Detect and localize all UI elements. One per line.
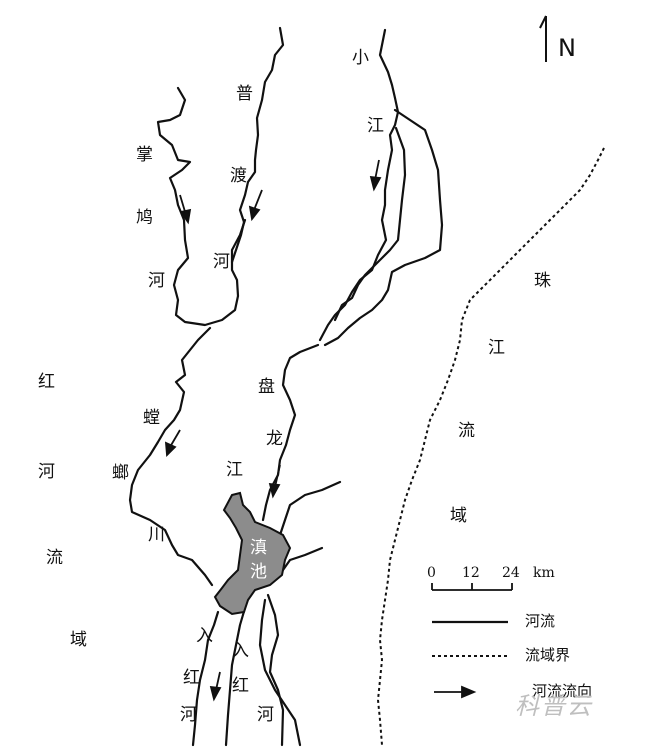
- label-zhujiang-basin-2: 江: [488, 338, 505, 358]
- legend-flow-symbol: [434, 685, 477, 699]
- legend-flow-label: 河流流向: [532, 682, 593, 700]
- flow-arrow-tanglang: [164, 429, 181, 458]
- xiaojiang-river: [318, 28, 400, 342]
- label-panlong-2: 龙: [266, 429, 283, 449]
- scale-tick-24: 24: [502, 565, 520, 581]
- label-tanglang-1: 螳: [143, 408, 160, 428]
- scale-unit: km: [533, 565, 555, 581]
- north-label: N: [558, 34, 576, 62]
- xiaojiang-inner: [333, 126, 407, 322]
- label-tanglang-2: 螂: [112, 463, 129, 483]
- tributary-east: [276, 480, 342, 547]
- label-dianchi-2: 池: [250, 562, 267, 582]
- label-ruhong-left-3: 河: [180, 705, 197, 725]
- label-panlong-1: 盘: [258, 377, 275, 397]
- outlet-river-4: [266, 593, 285, 747]
- label-zhujiang-basin-3: 流: [458, 421, 475, 441]
- legend-river-label: 河流: [525, 612, 556, 630]
- label-pudu-2: 渡: [230, 166, 247, 186]
- label-zhangjiu-2: 鸠: [136, 208, 153, 228]
- legend-boundary-label: 流域界: [525, 646, 571, 664]
- main-river: [128, 326, 214, 587]
- flow-arrow-panlong: [268, 464, 281, 499]
- label-honghe-basin-3: 流: [46, 548, 63, 568]
- dianchi-lake: [213, 491, 292, 616]
- label-panlong-3: 江: [226, 460, 243, 480]
- scale-tick-0: 0: [427, 565, 436, 581]
- label-xiaojiang-1: 小: [352, 48, 369, 68]
- tributary-east-2: [281, 546, 324, 572]
- xiaojiang-loop: [323, 108, 444, 347]
- label-ruhong-right-3: 河: [257, 705, 274, 725]
- scale-tick-12: 12: [462, 565, 480, 581]
- scale-bar: [431, 583, 513, 591]
- label-ruhong-left-2: 红: [183, 668, 200, 688]
- label-zhujiang-basin-4: 域: [450, 506, 467, 526]
- label-honghe-basin-4: 域: [70, 630, 87, 650]
- outlet-river-1: [191, 610, 220, 747]
- label-ruhong-right-2: 红: [232, 676, 249, 696]
- label-pudu-3: 河: [213, 252, 230, 272]
- label-honghe-basin-2: 河: [38, 462, 55, 482]
- flow-arrow-xiaojiang: [369, 159, 382, 192]
- label-dianchi-1: 滇: [250, 538, 267, 558]
- label-pudu-1: 普: [236, 84, 253, 104]
- flow-arrow-zhangjiu: [179, 194, 192, 225]
- label-tanglang-3: 川: [148, 525, 165, 545]
- outlet-river-2: [224, 606, 247, 747]
- label-ruhong-left-1: 入: [196, 626, 213, 646]
- label-honghe-basin-1: 红: [38, 372, 55, 392]
- basin-boundary: [376, 147, 605, 746]
- flow-arrow-pudu: [248, 189, 263, 222]
- label-zhangjiu-1: 掌: [136, 145, 153, 165]
- label-ruhong-right-1: 入: [232, 641, 249, 661]
- label-zhujiang-basin-1: 珠: [534, 271, 551, 291]
- zhangjiu-river: [156, 86, 247, 327]
- outlet-river-3: [258, 598, 302, 747]
- flow-arrow-outlet: [209, 671, 222, 702]
- north-arrow: [539, 15, 547, 62]
- watermark-logo: 科普云: [515, 692, 593, 720]
- label-xiaojiang-2: 江: [367, 116, 384, 136]
- pudu-river: [230, 26, 285, 264]
- label-zhangjiu-3: 河: [148, 271, 165, 291]
